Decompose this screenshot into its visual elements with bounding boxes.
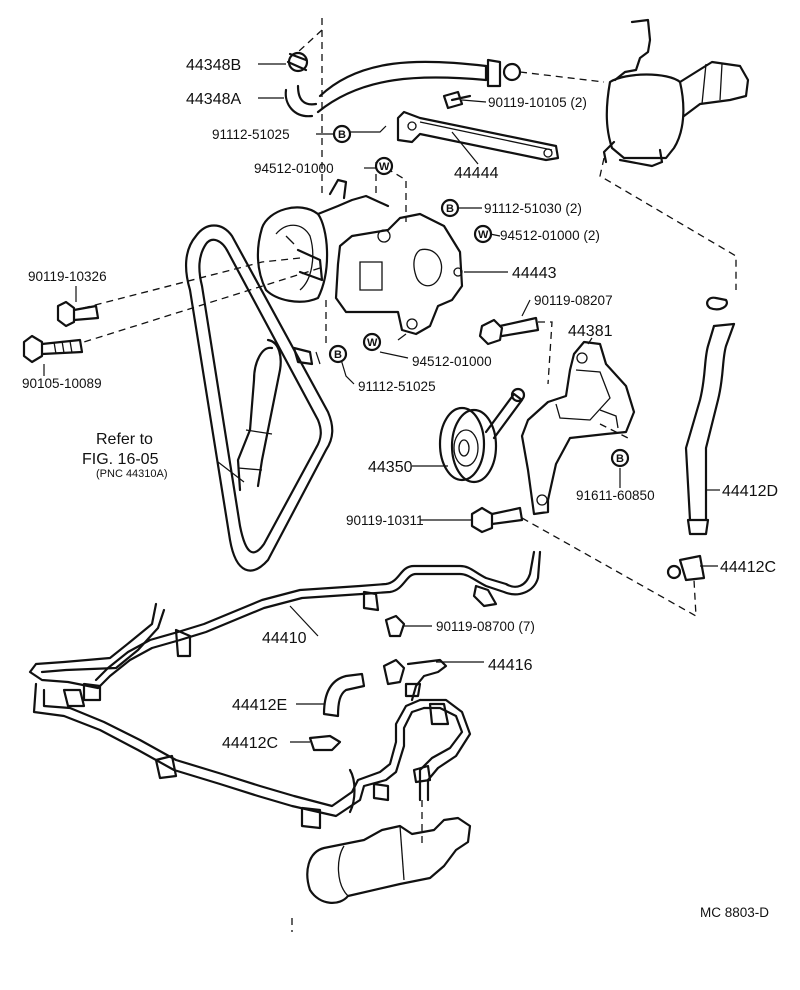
svg-text:W: W	[379, 161, 390, 173]
hose-fitting-44416	[404, 682, 422, 698]
label-44348A: 44348A	[186, 91, 241, 108]
return-hose-44412D	[684, 296, 736, 536]
return-tube-lower	[28, 602, 426, 830]
reference-note-line3: (PNC 44310A)	[96, 468, 168, 480]
bracket-44444	[396, 110, 560, 162]
pump-body-44443	[256, 178, 464, 336]
label-94512-01000-mid: 94512-01000	[412, 354, 492, 369]
label-44412C-left: 44412C	[222, 735, 278, 752]
label-44416: 44416	[488, 657, 533, 674]
svg-text:B: B	[446, 203, 454, 215]
bolt-symbol-60850: B	[610, 448, 630, 468]
svg-text:B: B	[334, 349, 342, 361]
idler-pulley-44350	[438, 387, 526, 484]
label-90119-08700: 90119-08700 (7)	[436, 619, 535, 634]
pressure-tube-44410	[94, 550, 542, 690]
hose-44412E	[322, 672, 366, 718]
reference-dashed-lines	[75, 18, 737, 932]
return-pipe-44416	[382, 658, 472, 802]
bolt-90119-10326	[56, 300, 100, 328]
label-91611-60850: 91611-60850	[576, 488, 655, 503]
bolt-90105-10089	[22, 334, 84, 364]
label-90105-10089: 90105-10089	[22, 376, 102, 391]
bolt-symbol-51030: B	[440, 198, 460, 218]
svg-text:B: B	[338, 129, 346, 141]
label-44412E: 44412E	[232, 697, 287, 714]
clamp-44412C-left	[308, 734, 342, 752]
bolt-90119-10311	[470, 506, 524, 534]
washer-symbol-top: W	[374, 156, 394, 176]
label-90119-08207: 90119-08207	[534, 293, 613, 308]
label-90119-10311: 90119-10311	[346, 513, 424, 528]
svg-text:W: W	[478, 229, 489, 241]
hose-44348A	[284, 84, 318, 118]
bracket-44381	[520, 340, 636, 516]
label-91112-51030: 91112-51030 (2)	[484, 201, 582, 216]
leader-lines	[43, 63, 720, 743]
label-94512-01000-2: 94512-01000 (2)	[500, 228, 600, 243]
svg-text:B: B	[616, 453, 624, 465]
steering-gear	[306, 816, 472, 904]
figure-code: MC 8803-D	[700, 905, 769, 920]
washer-symbol-mid: W	[362, 332, 382, 352]
label-91112-51025-mid: 91112-51025	[358, 379, 436, 394]
label-44348B: 44348B	[186, 57, 241, 74]
bolt-symbol-mid: B	[328, 344, 348, 364]
label-44381: 44381	[568, 323, 613, 340]
reservoir-tank	[602, 18, 750, 168]
label-94512-01000-top: 94512-01000	[254, 161, 334, 176]
label-90119-10326: 90119-10326	[28, 269, 107, 284]
hose-clamp-44348B	[286, 51, 309, 73]
label-44350: 44350	[368, 459, 413, 476]
label-44410: 44410	[262, 630, 307, 647]
bolt-90119-10105	[442, 90, 472, 110]
label-44443: 44443	[512, 265, 557, 282]
label-44444: 44444	[454, 165, 499, 182]
bolt-90119-08207	[478, 316, 540, 346]
bolt-symbol-top: B	[332, 124, 352, 144]
svg-text:W: W	[367, 337, 378, 349]
label-44412C-right: 44412C	[720, 559, 776, 576]
pressure-hose-upper	[236, 338, 314, 492]
reference-note-line1: Refer to	[96, 431, 153, 448]
drive-belt	[184, 224, 334, 572]
label-91112-51025-top: 91112-51025	[212, 127, 290, 142]
washer-symbol-2: W	[473, 224, 493, 244]
bolt-90119-08700	[384, 614, 406, 638]
label-90119-10105: 90119-10105 (2)	[488, 95, 587, 110]
label-44412D: 44412D	[722, 483, 778, 500]
reference-note-line2: FIG. 16-05	[82, 451, 159, 468]
clamp-44412C-right	[666, 554, 706, 582]
